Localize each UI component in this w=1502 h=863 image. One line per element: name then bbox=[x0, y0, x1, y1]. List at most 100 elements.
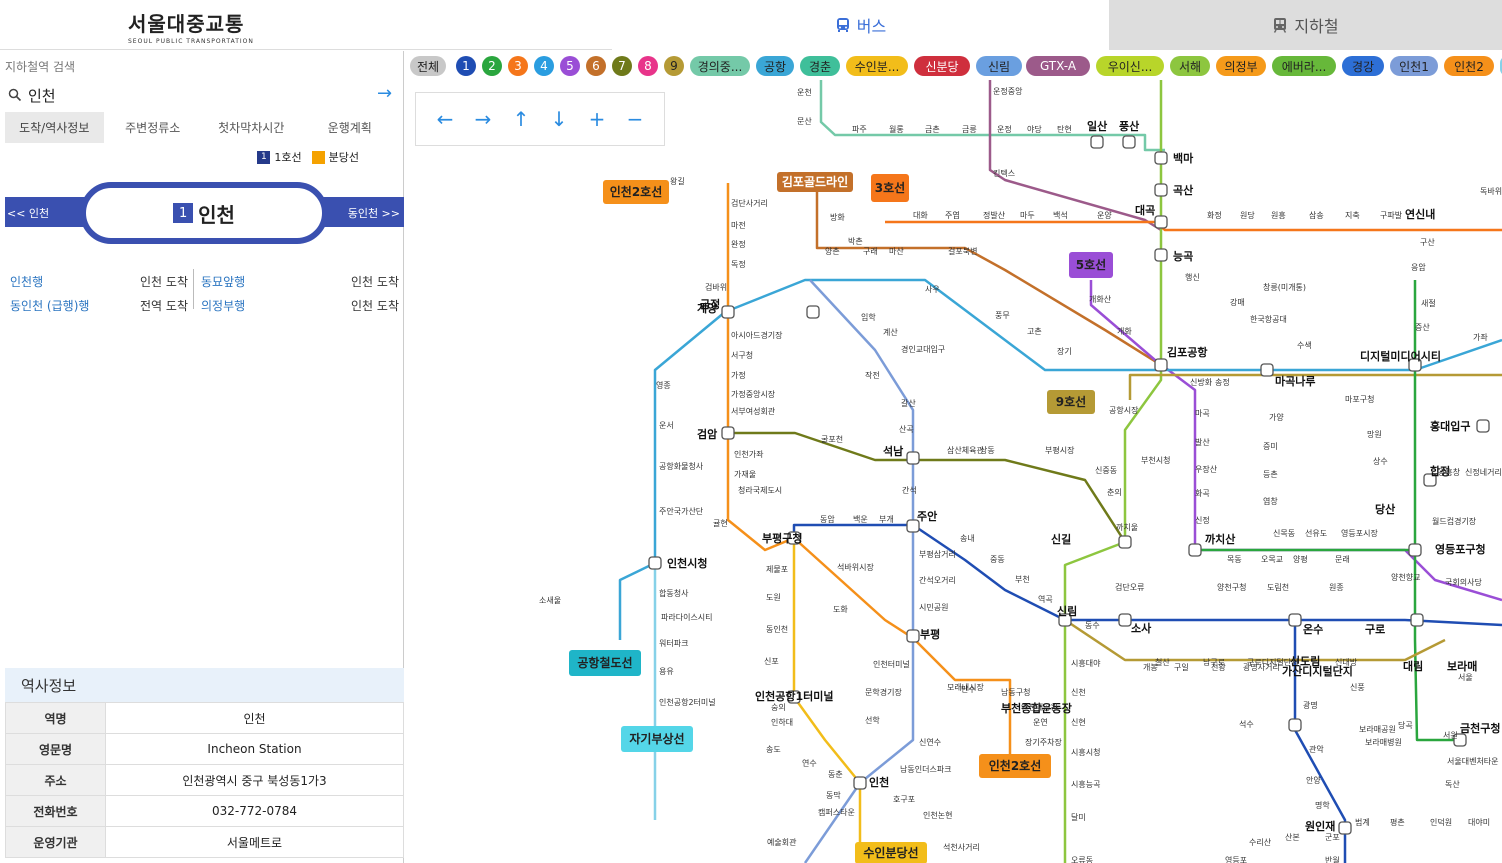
line-chip[interactable]: 신림 bbox=[976, 56, 1022, 76]
line-chip[interactable]: GTX-A bbox=[1026, 56, 1090, 76]
station-label: 귤현 bbox=[713, 519, 728, 528]
line-chip[interactable]: 4 bbox=[534, 56, 554, 76]
station-label: 도원 bbox=[766, 593, 781, 602]
line-name-box bbox=[569, 650, 641, 676]
line-chip[interactable]: 서해 bbox=[1170, 56, 1210, 76]
station-label: 검단오류 bbox=[1115, 582, 1144, 592]
station-label: 신천 bbox=[1071, 687, 1086, 697]
line-name-box bbox=[603, 180, 669, 204]
line-chip[interactable]: 인천1 bbox=[1390, 56, 1438, 76]
station-label: 까치울 bbox=[1116, 523, 1138, 532]
station-label-bold: 인천공항1터미널 bbox=[755, 689, 834, 703]
station-label-bold: 능곡 bbox=[1173, 250, 1193, 263]
pan-up-arrow-icon[interactable]: ↑ bbox=[512, 107, 530, 131]
zoom-out-icon[interactable]: − bbox=[626, 107, 644, 131]
tab-subway[interactable]: 지하철 bbox=[1109, 0, 1502, 50]
station-label: 검바위 bbox=[705, 282, 727, 292]
station-search-input[interactable] bbox=[28, 83, 368, 107]
arrival-dest-link[interactable]: 동묘앞행 bbox=[201, 274, 246, 289]
station-subtabs: 도착/역사정보 주변정류소 첫차막차시간 운행계획 bbox=[5, 112, 399, 143]
station-label: 달미 bbox=[1071, 813, 1086, 822]
station-label: 송정 bbox=[1215, 377, 1230, 387]
line-chip[interactable]: 경춘 bbox=[800, 56, 840, 76]
line-chip[interactable]: 의정부 bbox=[1216, 56, 1266, 76]
zoom-in-icon[interactable]: + bbox=[588, 107, 606, 131]
pan-left-arrow-icon[interactable]: ← bbox=[436, 107, 454, 131]
line-chip[interactable]: 9 bbox=[664, 56, 684, 76]
station-label: 킨텍스 bbox=[993, 168, 1015, 178]
line-chip[interactable]: 경강 bbox=[1342, 56, 1384, 76]
arrival-dest-link[interactable]: 인천행 bbox=[10, 274, 44, 289]
station-label: 장기 bbox=[1057, 346, 1072, 356]
line-chip[interactable]: 8 bbox=[638, 56, 658, 76]
line-chip[interactable]: 공항 bbox=[756, 56, 794, 76]
line-chip[interactable]: 우이신... bbox=[1096, 56, 1164, 76]
station-label: 경인교대입구 bbox=[901, 344, 945, 354]
line-name-box bbox=[979, 754, 1051, 778]
line-name-box bbox=[1047, 390, 1095, 414]
station-label-bold: 부평구청 bbox=[762, 531, 802, 545]
station-label: 운양 bbox=[1097, 211, 1112, 220]
logo-subtitle: SEOUL PUBLIC TRANSPORTATION bbox=[128, 38, 254, 45]
line-chip[interactable]: 5 bbox=[560, 56, 580, 76]
line-chip[interactable]: 1 bbox=[456, 56, 476, 76]
subtab-first-last-train[interactable]: 첫차막차시간 bbox=[218, 121, 285, 135]
subtab-nearby-stops[interactable]: 주변정류소 bbox=[125, 121, 181, 135]
station-marker bbox=[1188, 543, 1202, 557]
station-label: 검단사거리 bbox=[731, 198, 768, 208]
subtab-arrival-info[interactable]: 도착/역사정보 bbox=[5, 112, 104, 143]
line-chip[interactable]: 2 bbox=[482, 56, 502, 76]
station-label: 합동청사 bbox=[659, 589, 689, 598]
line-name-box bbox=[1069, 252, 1113, 278]
line-chip[interactable]: 3 bbox=[508, 56, 528, 76]
station-label: 동춘 bbox=[828, 770, 843, 779]
line-chip[interactable]: 6 bbox=[586, 56, 606, 76]
line-chip[interactable]: 수인분... bbox=[846, 56, 908, 76]
station-label-bold: 곡산 bbox=[1173, 183, 1193, 197]
line-chip[interactable]: 7 bbox=[612, 56, 632, 76]
station-label: 예술회관 bbox=[767, 837, 797, 847]
station-label: 운정 bbox=[997, 124, 1012, 134]
station-label-bold: 소사 bbox=[1131, 621, 1152, 635]
station-label: 개봉 bbox=[1143, 662, 1158, 672]
logo[interactable]: 서울대중교통 SEOUL PUBLIC TRANSPORTATION bbox=[128, 8, 254, 45]
arrival-row: 의정부행 인천 도착 bbox=[201, 293, 399, 317]
station-label: 마전 bbox=[731, 220, 746, 230]
station-label: 독정 bbox=[731, 259, 746, 269]
station-marker bbox=[1288, 613, 1302, 627]
station-label: 독바위 bbox=[1480, 186, 1502, 196]
line9 bbox=[1128, 373, 1502, 400]
line-name-label: 공항철도선 bbox=[577, 655, 632, 670]
station-label-bold: 주안 bbox=[917, 509, 937, 523]
station-label: 방화 bbox=[830, 212, 845, 222]
station-label-bold: 인천시청 bbox=[667, 556, 707, 570]
station-marker bbox=[1090, 135, 1104, 149]
station-label: 백석 bbox=[1053, 210, 1068, 220]
line-chip[interactable]: 경의중... bbox=[690, 56, 750, 76]
station-label: 왕길 bbox=[670, 177, 685, 186]
line-chip[interactable]: 인천2 bbox=[1444, 56, 1494, 76]
subtab-operation-plan[interactable]: 운행계획 bbox=[327, 121, 372, 135]
prev-station-link[interactable]: << 인천 bbox=[7, 207, 50, 220]
station-label: 가좌 bbox=[1473, 333, 1488, 342]
line-chip[interactable]: 에버라... bbox=[1272, 56, 1336, 76]
station-label: 증산 bbox=[1415, 322, 1430, 332]
pan-down-arrow-icon[interactable]: ↓ bbox=[550, 107, 568, 131]
pan-right-arrow-icon[interactable]: → bbox=[474, 107, 492, 131]
arrival-dest-link[interactable]: 의정부행 bbox=[201, 298, 246, 313]
next-station-link[interactable]: 동인천 >> bbox=[347, 207, 400, 220]
tab-bus[interactable]: 버스 bbox=[612, 0, 1109, 50]
search-go-arrow-icon[interactable]: → bbox=[377, 83, 393, 104]
line-chip[interactable]: 신분당 bbox=[914, 56, 970, 76]
info-value: 인천광역시 중구 북성동1가3 bbox=[105, 764, 404, 796]
station-label: 증미 bbox=[1263, 442, 1278, 451]
station-label: 문학경기장 bbox=[865, 687, 902, 697]
arrival-dest-link[interactable]: 동인천 (급행)행 bbox=[10, 298, 90, 313]
line-chip[interactable]: 전체 bbox=[410, 56, 446, 76]
station-label: 월드컵경기장 bbox=[1432, 516, 1477, 526]
station-label: 문래 bbox=[1335, 555, 1350, 564]
